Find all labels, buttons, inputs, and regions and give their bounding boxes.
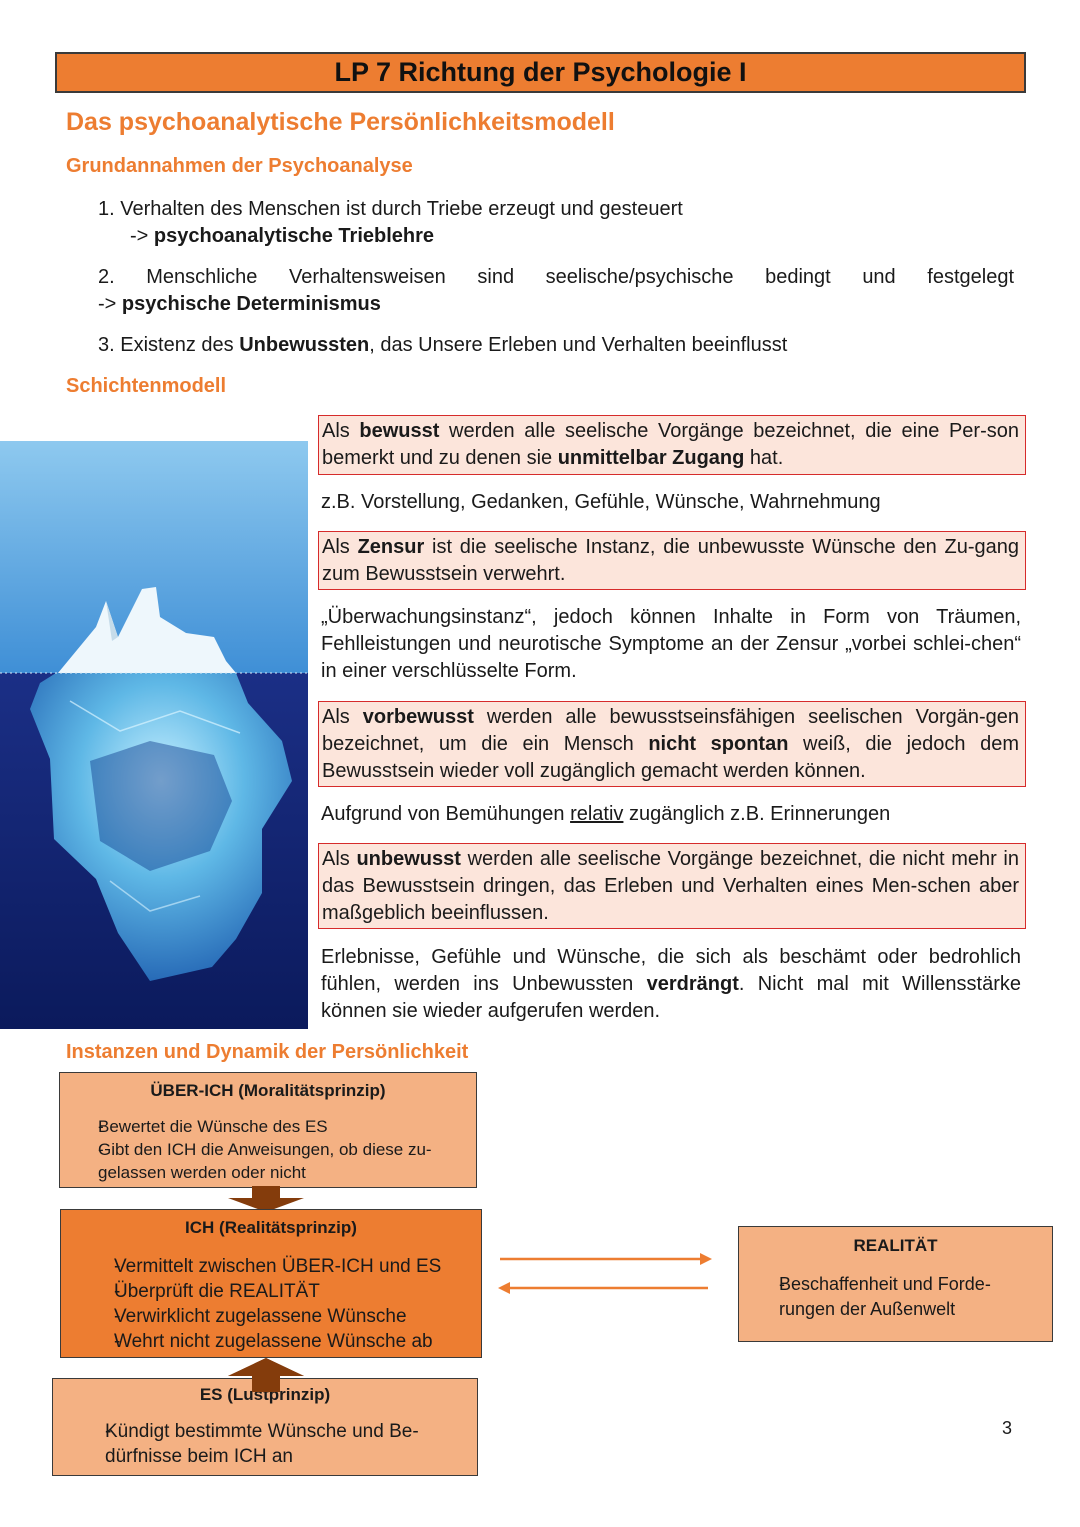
note-post: zugänglich z.B. Erinnerungen — [623, 803, 891, 825]
arrow-text: -> — [98, 293, 122, 315]
grundannahmen-heading: Grundannahmen der Psychoanalyse — [66, 155, 413, 177]
list-item: Wehrt nicht zugelassene Wünsche ab — [71, 1329, 471, 1354]
assumption-3-post: , das Unsere Erleben und Verhalten beein… — [369, 334, 788, 356]
realitaet-box: REALITÄT Beschaffenheit und Forde-rungen… — [738, 1226, 1053, 1342]
note-underlined: relativ — [570, 803, 624, 825]
def-pre: Als — [322, 848, 357, 870]
note-zensur: „Überwachungsinstanz“, jedoch können Inh… — [321, 606, 1021, 682]
note-bewusst: z.B. Vorstellung, Gedanken, Gefühle, Wün… — [321, 491, 881, 513]
note-pre: Erlebnisse, Gefühle und Wünsche, die sic… — [321, 946, 1021, 995]
assumption-2-text: 2. Menschliche Verhaltensweisen sind see… — [98, 266, 1014, 288]
exchange-arrows-icon — [498, 1253, 712, 1294]
section-title: Das psychoanalytische Persönlichkeitsmod… — [66, 108, 615, 136]
list-item: Bewertet die Wünsche des ES — [70, 1115, 466, 1138]
definition-vorbewusst: Als vorbewusst werden alle bewusstseinsf… — [318, 701, 1026, 787]
assumption-2-conclusion: -> psychische Determinismus — [98, 291, 1014, 318]
def-post: weiß, die jedoch dem Bewusstsein wieder … — [322, 733, 1020, 782]
ueber-ich-list: Bewertet die Wünsche des ES Gibt den ICH… — [70, 1115, 466, 1184]
page-number: 3 — [1002, 1418, 1013, 1438]
iceberg-image — [0, 441, 308, 1029]
def-term: vorbewusst — [362, 706, 474, 728]
note-unbewusst: Erlebnisse, Gefühle und Wünsche, die sic… — [321, 944, 1021, 1025]
schichtenmodell-heading: Schichtenmodell — [66, 375, 227, 397]
definition-bewusst: Als bewusst werden alle seelische Vorgän… — [318, 415, 1026, 475]
list-item: Überprüft die REALITÄT — [71, 1279, 471, 1304]
note-bold: verdrängt — [646, 973, 739, 995]
note-vorbewusst: Aufgrund von Bemühungen relativ zugängli… — [321, 801, 1021, 828]
def-term: bewusst — [359, 420, 440, 442]
note-post: . Nicht mal mit Willensstärke können sie… — [321, 973, 1021, 1022]
assumption-3-pre: 3. Existenz des — [98, 334, 240, 356]
realitaet-title: REALITÄT — [853, 1236, 938, 1255]
def-mid: werden alle seelische Vorgänge bezeichne… — [322, 420, 1019, 469]
assumption-3: 3. Existenz des Unbewussten, das Unsere … — [98, 332, 787, 359]
ich-title: ICH (Realitätsprinzip) — [185, 1218, 357, 1237]
ich-box: ICH (Realitätsprinzip) Vermittelt zwisch… — [60, 1209, 482, 1358]
def-post: hat. — [744, 447, 784, 469]
arrow-down-icon — [228, 1186, 304, 1212]
def-pre: Als — [322, 420, 360, 442]
list-item: Kündigt bestimmte Wünsche und Be-dürfnis… — [63, 1419, 467, 1469]
definition-zensur: Als Zensur ist die seelische Instanz, di… — [318, 531, 1026, 590]
assumption-3-bold: Unbewussten — [239, 334, 370, 356]
assumption-1-text: 1. Verhalten des Menschen ist durch Trie… — [98, 198, 683, 220]
assumption-2-bold: psychische Determinismus — [121, 293, 381, 315]
list-item: Beschaffenheit und Forde-rungen der Auße… — [749, 1272, 1042, 1322]
assumption-1-bold: psychoanalytische Trieblehre — [153, 225, 435, 247]
ich-list: Vermittelt zwischen ÜBER-ICH und ES Über… — [71, 1254, 471, 1354]
assumption-1: 1. Verhalten des Menschen ist durch Trie… — [98, 196, 683, 250]
es-list: Kündigt bestimmte Wünsche und Be-dürfnis… — [63, 1419, 467, 1469]
list-item: Vermittelt zwischen ÜBER-ICH und ES — [71, 1254, 471, 1279]
def-mid: werden alle bewusstseinsfähigen seelisch… — [322, 706, 1020, 755]
page-title: LP 7 Richtung der Psychologie I — [55, 52, 1026, 93]
def-pre: Als — [322, 536, 358, 558]
def-emphasis: unmittelbar Zugang — [557, 447, 745, 469]
assumption-2: 2. Menschliche Verhaltensweisen sind see… — [98, 264, 1014, 318]
assumption-1-conclusion: -> psychoanalytische Trieblehre — [98, 223, 683, 250]
def-emphasis: nicht spontan — [648, 733, 789, 755]
ueber-ich-title: ÜBER-ICH (Moralitätsprinzip) — [150, 1081, 386, 1100]
es-title: ES (Lustprinzip) — [199, 1385, 331, 1404]
ueber-ich-box: ÜBER-ICH (Moralitätsprinzip) Bewertet di… — [59, 1072, 477, 1188]
def-term: Zensur — [357, 536, 425, 558]
note-pre: Aufgrund von Bemühungen — [321, 803, 571, 825]
instanzen-heading: Instanzen und Dynamik der Persönlichkeit — [66, 1041, 469, 1063]
def-term: unbewusst — [356, 848, 461, 870]
realitaet-list: Beschaffenheit und Forde-rungen der Auße… — [749, 1272, 1042, 1322]
list-item: Gibt den ICH die Anweisungen, ob diese z… — [70, 1138, 466, 1184]
arrow-up-overlay-icon — [228, 1358, 304, 1392]
list-item: Verwirklicht zugelassene Wünsche — [71, 1304, 471, 1329]
definition-unbewusst: Als unbewusst werden alle seelische Vorg… — [318, 843, 1026, 929]
arrow-text: -> — [130, 225, 154, 247]
def-pre: Als — [322, 706, 363, 728]
def-post: ist die seelische Instanz, die unbewusst… — [322, 536, 1019, 585]
def-post: werden alle seelische Vorgänge bezeichne… — [322, 848, 1019, 924]
es-box: ES (Lustprinzip) Kündigt bestimmte Wünsc… — [52, 1378, 478, 1476]
